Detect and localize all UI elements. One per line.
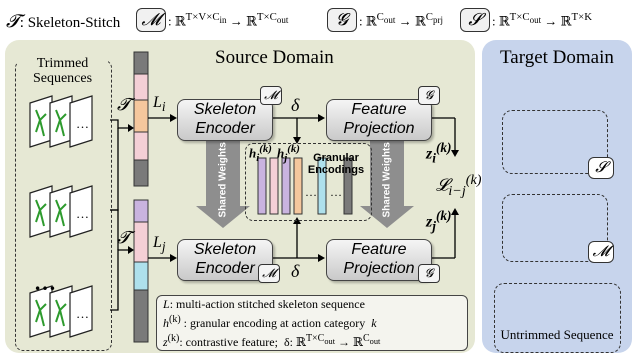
skeleton-encoder-top: Skeleton Encoder [177,99,273,141]
granular-encodings-box [245,143,372,221]
legend-box: L: multi-action stitched skeleton sequen… [156,295,468,351]
target-domain-title: Target Domain [500,47,614,68]
delta-top: δ [291,95,300,115]
skeleton-stack-1: … [29,95,93,148]
notation-M-map: : ℝT×V×Cin → ℝT×Cout [168,11,289,29]
legend-line-1: L: multi-action stitched skeleton sequen… [163,297,365,311]
granular-encoding-bars: … … [257,157,353,215]
untrimmed-box [494,283,621,353]
stitched-sequence-Lj [133,199,149,343]
shared-weights-arrow-left [196,140,250,228]
stitched-sequence-Li [133,51,149,187]
shared-weights-arrow-right [360,140,414,228]
source-domain-title: Source Domain [215,47,334,68]
h-j-label: hj(k) [277,143,300,164]
z-i-label: zi(k) [426,140,452,166]
notation-S-badge: 𝓢 [460,8,490,32]
trimmed-sequences-label: Trimmed Sequences [17,56,108,86]
encoder-top-M-badge: 𝓜 [260,86,282,105]
h-i-label: hi(k) [249,143,272,164]
skeleton-encoder-bottom: Skeleton Encoder [177,239,273,281]
svg-text:…: … [76,206,89,221]
label-Lj: Lj [153,234,166,255]
granular-encodings-label: Granular Encodings [307,152,365,176]
projection-bottom-G-badge: 𝓖 [418,264,440,283]
shared-weights-left: Shared Weights [217,142,229,218]
notation-G-map: : ℝCout → ℝCprj [359,11,443,29]
notation-G-badge: 𝓖 [327,8,357,32]
svg-text:…: … [305,185,317,199]
projection-top-G-badge: 𝓖 [418,86,440,105]
notation-S-map: : ℝT×Cout → ℝT×K [492,11,593,29]
encoder-bottom-M-badge: 𝓜 [258,264,280,283]
skeleton-stack-2: … [29,185,93,238]
untrimmed-label: Untrimmed Sequence [500,327,614,342]
classifier-box [502,110,608,174]
feature-projection-top: Feature Projection [326,99,432,141]
notation-M-badge: 𝓜 [136,8,166,32]
legend-line-3: z(k): contrastive feature; δ: ℝT×Cout → … [163,333,381,349]
skeleton-stack-3: … [29,285,93,338]
feature-projection-bottom: Feature Projection [326,239,432,281]
shared-weights-right: Shared Weights [381,142,393,218]
target-S-badge: 𝓢 [588,157,614,179]
loss-label: 𝓛i−j(k) [436,172,482,200]
svg-text:…: … [76,116,89,131]
stitch-label-top: 𝓣 [117,95,131,114]
svg-text:…: … [330,185,342,199]
target-M-badge: 𝓜 [588,241,614,263]
target-encoder-box [502,194,608,262]
trimmed-ellipsis: … [34,270,56,295]
label-Li: Li [153,94,166,115]
svg-text:…: … [76,306,89,321]
legend-line-2: h(k) : granular encoding at action categ… [163,314,377,330]
notation-T: 𝓣: Skeleton-Stitch [6,11,121,31]
z-j-label: zj(k) [426,208,452,234]
stitch-label-bottom: 𝓣 [117,228,131,247]
delta-bottom: δ [291,261,300,281]
